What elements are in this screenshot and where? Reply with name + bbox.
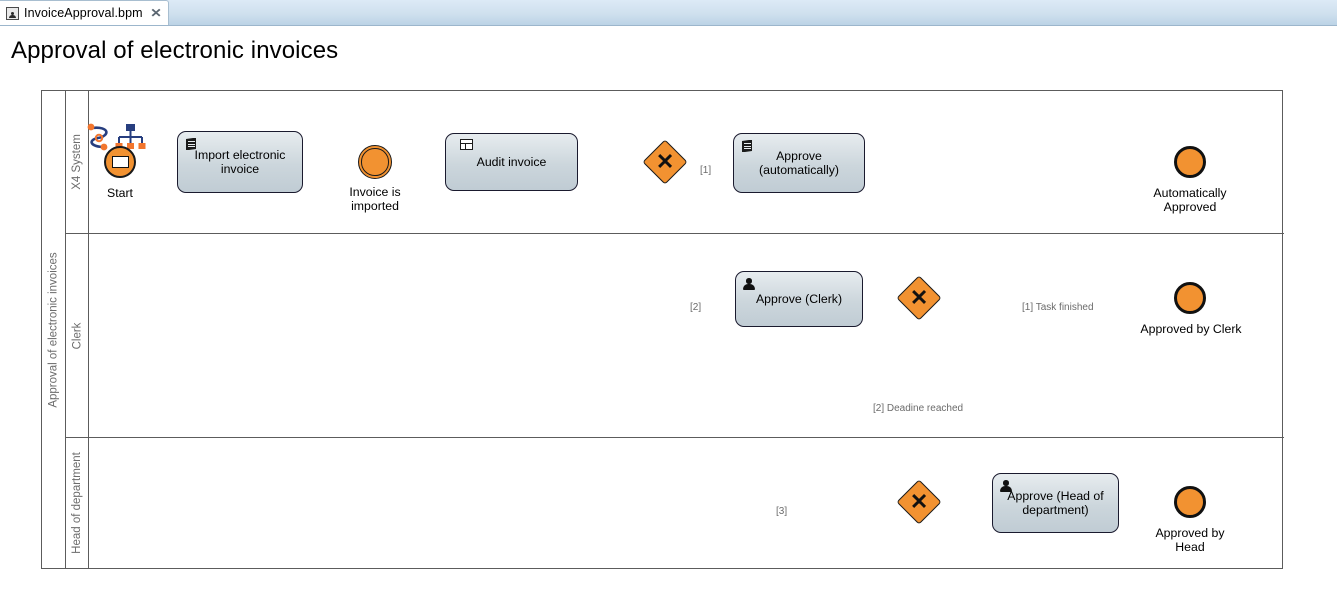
lane-label-x4-system: X4 System — [71, 134, 84, 190]
task-approve-head-of-department[interactable]: Approve (Head of department) — [992, 473, 1119, 533]
lane-label-head-of-department: Head of department — [71, 452, 83, 554]
lane-x4-system[interactable]: X4 System — [66, 91, 1284, 234]
pool-label: Approval of electronic invoices — [42, 91, 66, 568]
page-title: Approval of electronic invoices — [11, 37, 339, 64]
lane-clerk[interactable]: Clerk — [66, 234, 1284, 438]
task-import-electronic-invoice[interactable]: Import electronic invoice — [177, 131, 303, 193]
flow-label-gw1-branch-2: [2] — [690, 302, 702, 313]
tab-invoiceapproval[interactable]: InvoiceApproval.bpm ✕ — [0, 0, 169, 25]
process-decoration-icon — [87, 123, 146, 151]
end-event-approved-by-clerk[interactable] — [1174, 282, 1206, 314]
intermediate-event-label: Invoice is imported — [349, 185, 401, 213]
lane-title-x4-system: X4 System — [66, 91, 89, 233]
flow-label-gw1-branch-3: [3] — [776, 506, 788, 517]
task-label: Approve (automatically) — [759, 148, 839, 178]
flow-label-deadline-reached: [2] Deadine reached — [873, 403, 964, 414]
task-label: Approve (Clerk) — [755, 291, 843, 306]
close-icon[interactable]: ✕ — [149, 6, 162, 20]
start-event-label: Start — [107, 186, 133, 200]
business-rule-task-icon — [452, 139, 473, 154]
pool-label-text: Approval of electronic invoices — [47, 251, 60, 408]
task-label: Approve (Head of department) — [1007, 488, 1104, 518]
end-event-approved-by-head[interactable] — [1174, 486, 1206, 518]
tab-label: InvoiceApproval.bpm — [24, 6, 143, 20]
lane-head-of-department[interactable]: Head of department — [66, 438, 1284, 568]
intermediate-event-invoice-imported[interactable] — [358, 145, 392, 179]
end-event-label: Approved by Head — [1155, 526, 1225, 554]
bpm-file-icon — [6, 6, 19, 20]
end-event-label: Automatically Approved — [1153, 186, 1227, 214]
end-event-label: Approved by Clerk — [1140, 322, 1242, 336]
task-label: Audit invoice — [476, 154, 547, 169]
user-task-icon — [742, 277, 757, 292]
editor-tab-bar: InvoiceApproval.bpm ✕ — [0, 0, 1337, 26]
gateway-x-icon: ✕ — [655, 149, 675, 174]
message-envelope-icon — [111, 156, 129, 168]
service-task-icon — [184, 137, 199, 152]
end-event-automatically-approved[interactable] — [1174, 146, 1206, 178]
tab-bar-background — [0, 0, 1337, 25]
lane-label-clerk: Clerk — [71, 322, 83, 349]
flow-label-task-finished: [1] Task finished — [1022, 302, 1094, 313]
gateway-x-icon: ✕ — [909, 489, 929, 514]
service-task-icon — [740, 139, 755, 154]
task-approve-clerk[interactable]: Approve (Clerk) — [735, 271, 863, 327]
task-approve-automatically[interactable]: Approve (automatically) — [733, 133, 865, 193]
start-event-message[interactable] — [104, 146, 136, 178]
task-label: Import electronic invoice — [194, 147, 286, 177]
task-audit-invoice[interactable]: Audit invoice — [445, 133, 578, 191]
user-task-icon — [999, 479, 1014, 494]
flow-label-gw1-branch-1: [1] — [700, 165, 712, 176]
lane-title-head-of-department: Head of department — [66, 438, 89, 568]
lane-title-clerk: Clerk — [66, 234, 89, 437]
gateway-x-icon: ✕ — [909, 285, 929, 310]
